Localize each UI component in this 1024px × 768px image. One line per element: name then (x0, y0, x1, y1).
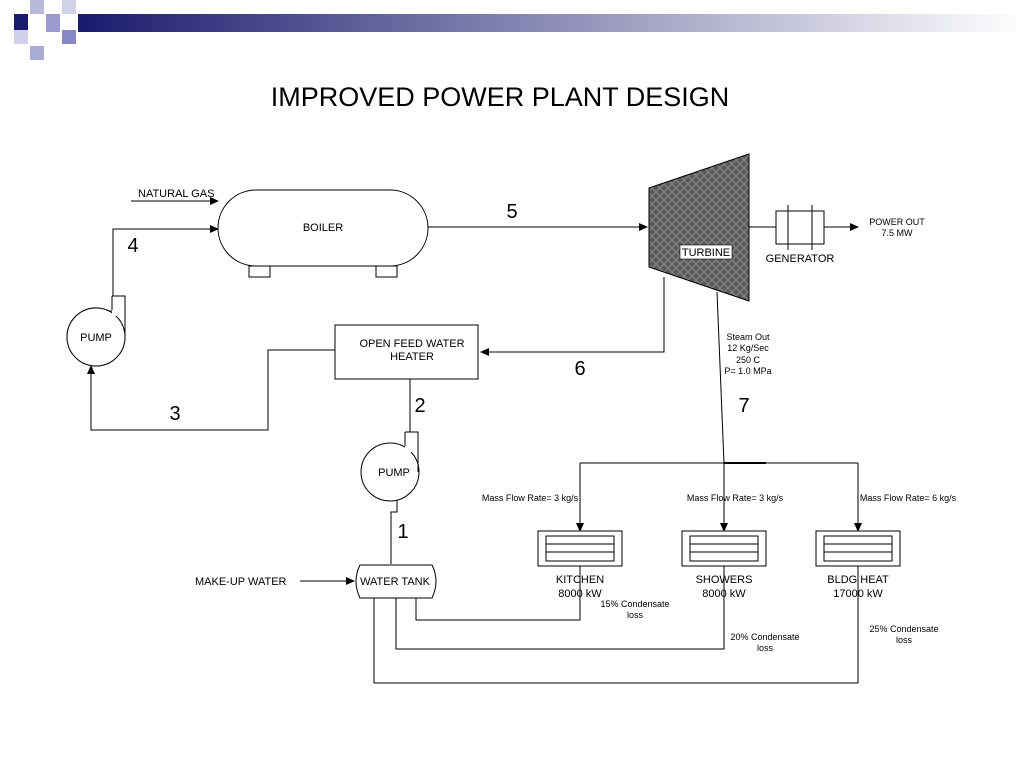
pump-top: PUMP (66, 295, 126, 367)
power-out-label-2: 7.5 MW (881, 228, 913, 238)
showers-return (395, 566, 725, 650)
state-point-4: 4 (127, 235, 138, 257)
kitchen-condensate-2: loss (627, 610, 644, 620)
header-decoration (14, 0, 1024, 60)
bldg-heat-mass-flow: Mass Flow Rate= 6 kg/s (860, 493, 957, 503)
water-tank-label: WATER TANK (360, 576, 431, 588)
kitchen-name: KITCHEN (556, 574, 604, 586)
kitchen-return (415, 566, 581, 621)
showers-condensate-1: 20% Condensate (730, 632, 799, 642)
state-point-6: 6 (574, 358, 585, 380)
kitchen-mass-flow: Mass Flow Rate= 3 kg/s (482, 493, 579, 503)
heater-label-line2: HEATER (390, 351, 434, 363)
bldg-heat-name: BLDG HEAT (827, 574, 889, 586)
turbine: TURBINE (648, 153, 750, 302)
pump-boiler-line-4 (112, 225, 219, 296)
steam-out-line-2: 12 Kg/Sec (727, 343, 769, 353)
pipes (87, 197, 862, 684)
pump-bottom-label: PUMP (378, 467, 410, 479)
steam-out-line-7 (716, 291, 725, 464)
showers-mass-flow: Mass Flow Rate= 3 kg/s (687, 493, 784, 503)
extraction-line-6 (480, 277, 665, 356)
turbine-label: TURBINE (682, 247, 730, 259)
heater-label-line1: OPEN FEED WATER (359, 338, 464, 350)
showers-power: 8000 kW (702, 588, 746, 600)
showers-name: SHOWERS (696, 574, 753, 586)
showers-condensate-2: loss (757, 643, 774, 653)
header-squares (14, 0, 76, 60)
header-gradient-bar (78, 14, 1024, 32)
bldg-heat-power: 17000 kW (833, 588, 883, 600)
steam-out-line-4: P= 1.0 MPa (724, 366, 771, 376)
make-up-water-label: MAKE-UP WATER (195, 576, 287, 588)
generator: GENERATOR (766, 205, 835, 265)
boiler: BOILER (217, 189, 429, 278)
showers-exchanger (681, 530, 767, 567)
feed-water-heater: OPEN FEED WATER HEATER (334, 324, 479, 380)
state-point-3: 3 (169, 403, 180, 425)
natural-gas-label: NATURAL GAS (138, 188, 214, 200)
state-point-7: 7 (738, 395, 749, 417)
boiler-label: BOILER (303, 222, 343, 234)
kitchen-condensate-1: 15% Condensate (600, 599, 669, 609)
water-tank: WATER TANK (355, 564, 437, 599)
power-out-label-1: POWER OUT (869, 217, 925, 227)
pump-bottom: PUMP (360, 431, 420, 502)
state-point-2: 2 (414, 395, 425, 417)
bldg-heat-exchanger (815, 530, 901, 567)
bldg-heat-condensate-1: 25% Condensate (869, 624, 938, 634)
generator-label: GENERATOR (766, 253, 835, 265)
kitchen-exchanger (537, 530, 623, 567)
heater-pump-line-3 (87, 349, 335, 431)
steam-out-line-3: 250 C (736, 355, 761, 365)
kitchen-power: 8000 kW (558, 588, 602, 600)
bldg-heat-return (373, 566, 859, 684)
tank-pump-line-1 (390, 500, 398, 564)
page-title: IMPROVED POWER PLANT DESIGN (270, 82, 730, 112)
steam-out-line-1: Steam Out (726, 332, 770, 342)
state-point-1: 1 (397, 521, 408, 543)
bldg-heat-condensate-2: loss (896, 635, 913, 645)
pump-top-label: PUMP (80, 332, 112, 344)
state-point-5: 5 (506, 201, 517, 223)
